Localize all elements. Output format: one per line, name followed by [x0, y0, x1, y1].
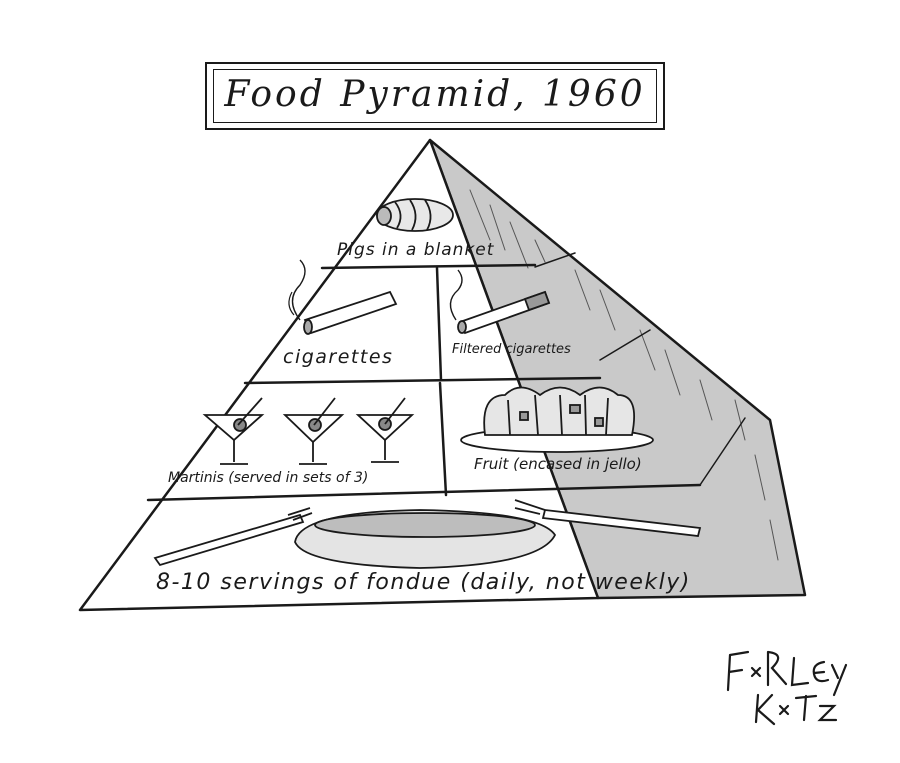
tier-divider-1: [320, 263, 537, 270]
label-fruit-in-jello: Fruit (encased in jello): [474, 455, 642, 473]
title-box-inner-border: [213, 69, 657, 123]
fondue-set-icon: [153, 499, 702, 569]
fondue-fork-left-icon: [153, 513, 305, 567]
artist-signature: [726, 650, 848, 726]
filtered-cigarette-icon: [449, 269, 551, 335]
martini-glass-icon: [355, 397, 415, 463]
fondue-fork-right-icon: [541, 509, 702, 537]
page-title: Food Pyramid, 1960: [224, 74, 646, 115]
pyramid-side-hatching: [469, 189, 779, 561]
cigarette-icon: [288, 259, 398, 335]
label-fondue: 8-10 servings of fondue (daily, not week…: [156, 570, 691, 595]
label-cigarettes: cigarettes: [283, 346, 394, 368]
tier-divider-vertical-middle: [438, 381, 448, 497]
tier-divider-2: [243, 376, 602, 385]
label-filtered-cigarettes: Filtered cigarettes: [452, 342, 571, 357]
martini-glasses-icon: [202, 397, 415, 465]
tier-divider-vertical-upper: [435, 266, 443, 382]
label-martinis: Martinis (served in sets of 3): [168, 470, 369, 486]
martini-glass-icon: [282, 397, 345, 465]
label-pigs-in-a-blanket: Pigs in a blanket: [337, 240, 495, 260]
jello-fruit-mold-icon: [460, 386, 654, 453]
title-box: Food Pyramid, 1960: [205, 62, 665, 130]
martini-glass-icon: [202, 397, 265, 465]
pigs-in-a-blanket-icon: [376, 198, 454, 232]
tier-divider-3: [146, 483, 702, 502]
